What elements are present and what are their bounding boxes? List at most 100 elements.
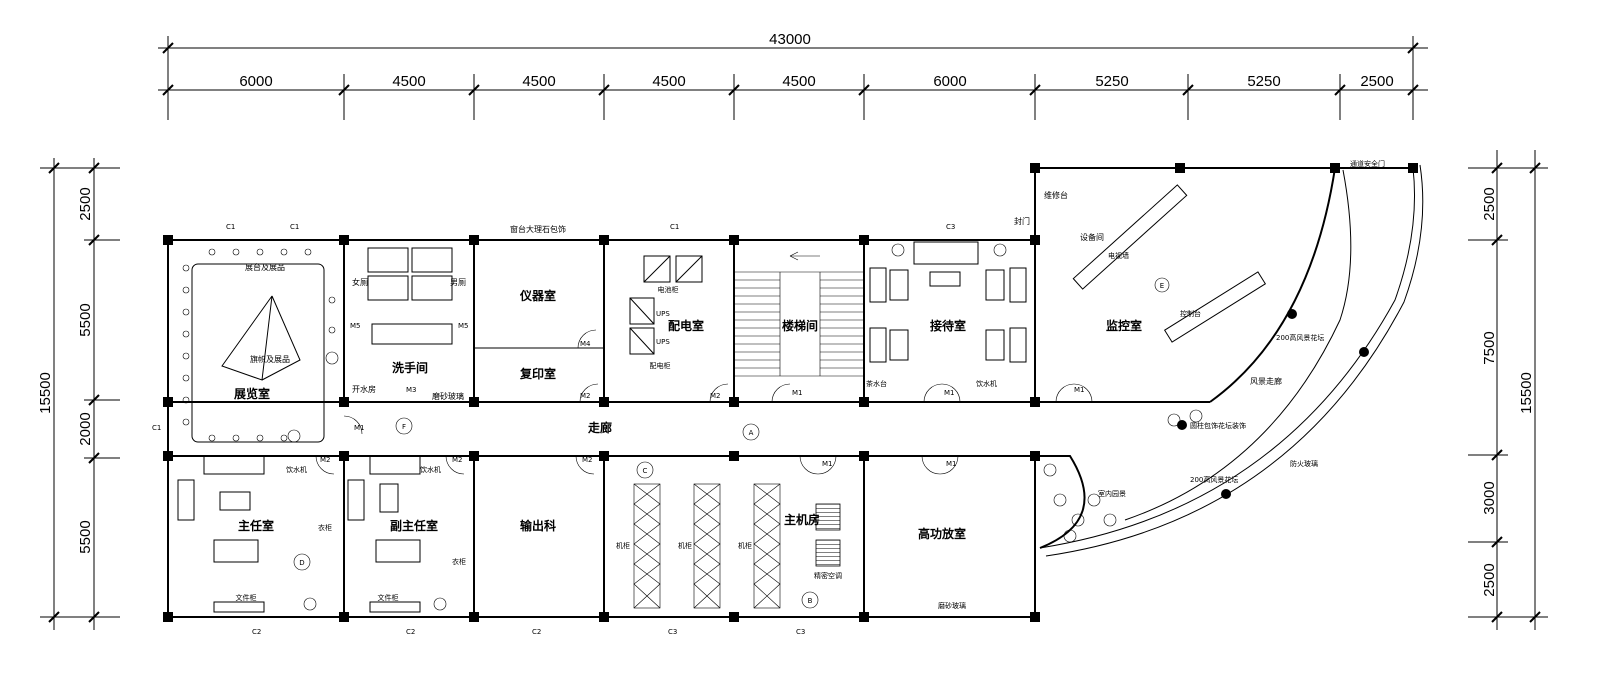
door-tag-m3: M3 [406,386,417,394]
frosted-glass-label: 磨砂玻璃 [432,391,464,401]
cabinet-label-3: 机柜 [738,541,752,550]
seal-door-label: 封门 [1014,216,1030,226]
monitor-room: E 维修台 封门 设备间 电视墙 控制台 监控室 风景走廊 通道安全门 200高… [1014,159,1385,386]
window-tag-c3-b: C3 [668,628,677,636]
dim-left-3: 2000 [77,412,94,445]
water-dispenser-vice: 饮水机 [420,465,441,474]
file-cabinet-vice: 文件柜 [378,593,399,602]
door-tag-m1-d: M1 [822,460,833,468]
exhibit-room-label: 展览室 [234,386,270,401]
door-tag-m1-f: M1 [1074,386,1085,394]
washroom-label: 洗手间 [392,360,428,375]
dim-left-4: 5500 [77,520,94,553]
dim-top-2: 4500 [392,73,425,90]
dim-left-total: 15500 [37,372,54,414]
wardrobe-vice: 衣柜 [452,557,466,566]
female-toilet-label: 女厕 [352,277,368,287]
view-corridor-label: 风景走廊 [1250,376,1282,386]
safety-door-label: 通道安全门 [1350,159,1385,168]
flower-box-1-label: 200高风景花坛 [1276,333,1324,342]
reception-room: 接待室 茶水台 饮水机 [866,241,1027,388]
cabinet-label-2: 机柜 [678,541,692,550]
plant-decorations [287,243,1203,611]
dim-top-5: 4500 [782,73,815,90]
window-tag-c2-a: C2 [252,628,261,636]
window-tag-c1-a: C1 [226,223,235,231]
column-deco-label: 圆柱包饰花坛装饰 [1190,421,1246,430]
file-cabinet-director: 文件柜 [236,593,257,602]
door-tag-m2-b: M2 [710,392,721,400]
water-dispenser-label: 饮水机 [976,379,997,388]
dim-total-top: 43000 [769,31,811,48]
exhibit-center-label: 旗帜及展品 [250,354,290,364]
indoor-scene-label: 室内园景 [1098,489,1126,498]
monitor-room-label: 监控室 [1106,318,1142,333]
power-room: 电池柜 UPS UPS 配电室 配电柜 [629,255,704,370]
window-tag-c2-c: C2 [532,628,541,636]
door-tag-m4: M4 [580,340,591,348]
maint-counter-label: 维修台 [1044,190,1068,200]
ups-label-1: UPS [656,310,670,318]
exhibit-top-label: 展台及展品 [245,262,285,272]
printout-room-label: 输出科 [520,518,556,533]
door-tag-m2-a: M2 [580,392,591,400]
director-room-label: 主任室 [238,518,274,533]
battery-label: 电池柜 [658,285,679,294]
door-tag-m5-a: M5 [350,322,361,330]
hp-room-glass-label: 磨砂玻璃 [938,601,966,610]
console-label: 控制台 [1180,309,1201,318]
copy-room-label: 复印室 [519,366,556,381]
left-dimension-chain: 15500 2500 5500 2000 5500 [37,158,120,630]
wardrobe-director: 衣柜 [318,523,332,532]
reception-room-label: 接待室 [930,318,966,333]
vice-director-room: 饮水机 副主任室 文件柜 衣柜 [347,455,466,613]
panel-label: 配电柜 [650,361,671,370]
dim-top-3: 4500 [522,73,555,90]
window-tag-c1-west: C1 [152,424,161,432]
flower-box-2-label: 200高风景花坛 [1190,475,1238,484]
top-dimension-chain: 43000 6000 4500 4500 4500 4500 6000 5250… [158,31,1428,120]
stairwell-label: 楼梯间 [782,318,818,333]
dim-top-9: 2500 [1360,73,1393,90]
axis-tag-e: E [1160,282,1164,290]
corridor-label: 走廊 [588,420,612,435]
door-swings [315,329,1093,475]
dim-top-7: 5250 [1095,73,1128,90]
door-tag-m1-b: M1 [944,389,955,397]
dim-top-4: 4500 [652,73,685,90]
precision-ac-label: 精密空调 [814,571,842,580]
machine-room-label: 主机房 [784,512,820,527]
exhibit-room: 展台及展品 旗帜及展品 展览室 [182,248,336,443]
ups-label-2: UPS [656,338,670,346]
window-tag-c2-b: C2 [406,628,415,636]
dim-right-total: 15500 [1518,372,1535,414]
structural-columns [163,163,1418,622]
equipment-room-label: 设备间 [1080,232,1104,242]
dim-right-3: 3000 [1481,481,1498,514]
water-dispenser-director: 饮水机 [286,465,307,474]
window-tag-c3-c: C3 [796,628,805,636]
landscape-corridor: 圆柱包饰花坛装饰 200高风景花坛 防火玻璃 室内园景 [1098,420,1318,499]
axis-tag-d: D [299,559,304,567]
right-dimension-chain: 2500 7500 3000 2500 15500 [1468,150,1548,630]
dim-right-1: 2500 [1481,187,1498,220]
door-tag-m1-c: M1 [354,424,365,432]
window-tag-c3: C3 [946,223,955,231]
glass-curtain-label: 防火玻璃 [1290,459,1318,468]
dim-right-2: 7500 [1481,331,1498,364]
dim-left-2: 5500 [77,303,94,336]
cabinet-label-1: 机柜 [616,541,630,550]
dim-top-8: 5250 [1247,73,1280,90]
door-tag-m2-e: M2 [582,456,593,464]
window-tag-c1-c: C1 [670,223,679,231]
axis-tag-b: B [808,597,813,605]
tea-counter-label: 茶水台 [866,379,887,388]
hp-room-label: 高功放室 [918,526,966,541]
male-toilet-label: 男厕 [450,278,466,287]
tv-wall-label: 电视墙 [1108,251,1129,260]
stairwell: 楼梯间 [734,251,864,377]
axis-tag-c: C [643,467,648,475]
door-tag-m5-b: M5 [458,322,469,330]
axis-tag-a: A [749,429,754,437]
